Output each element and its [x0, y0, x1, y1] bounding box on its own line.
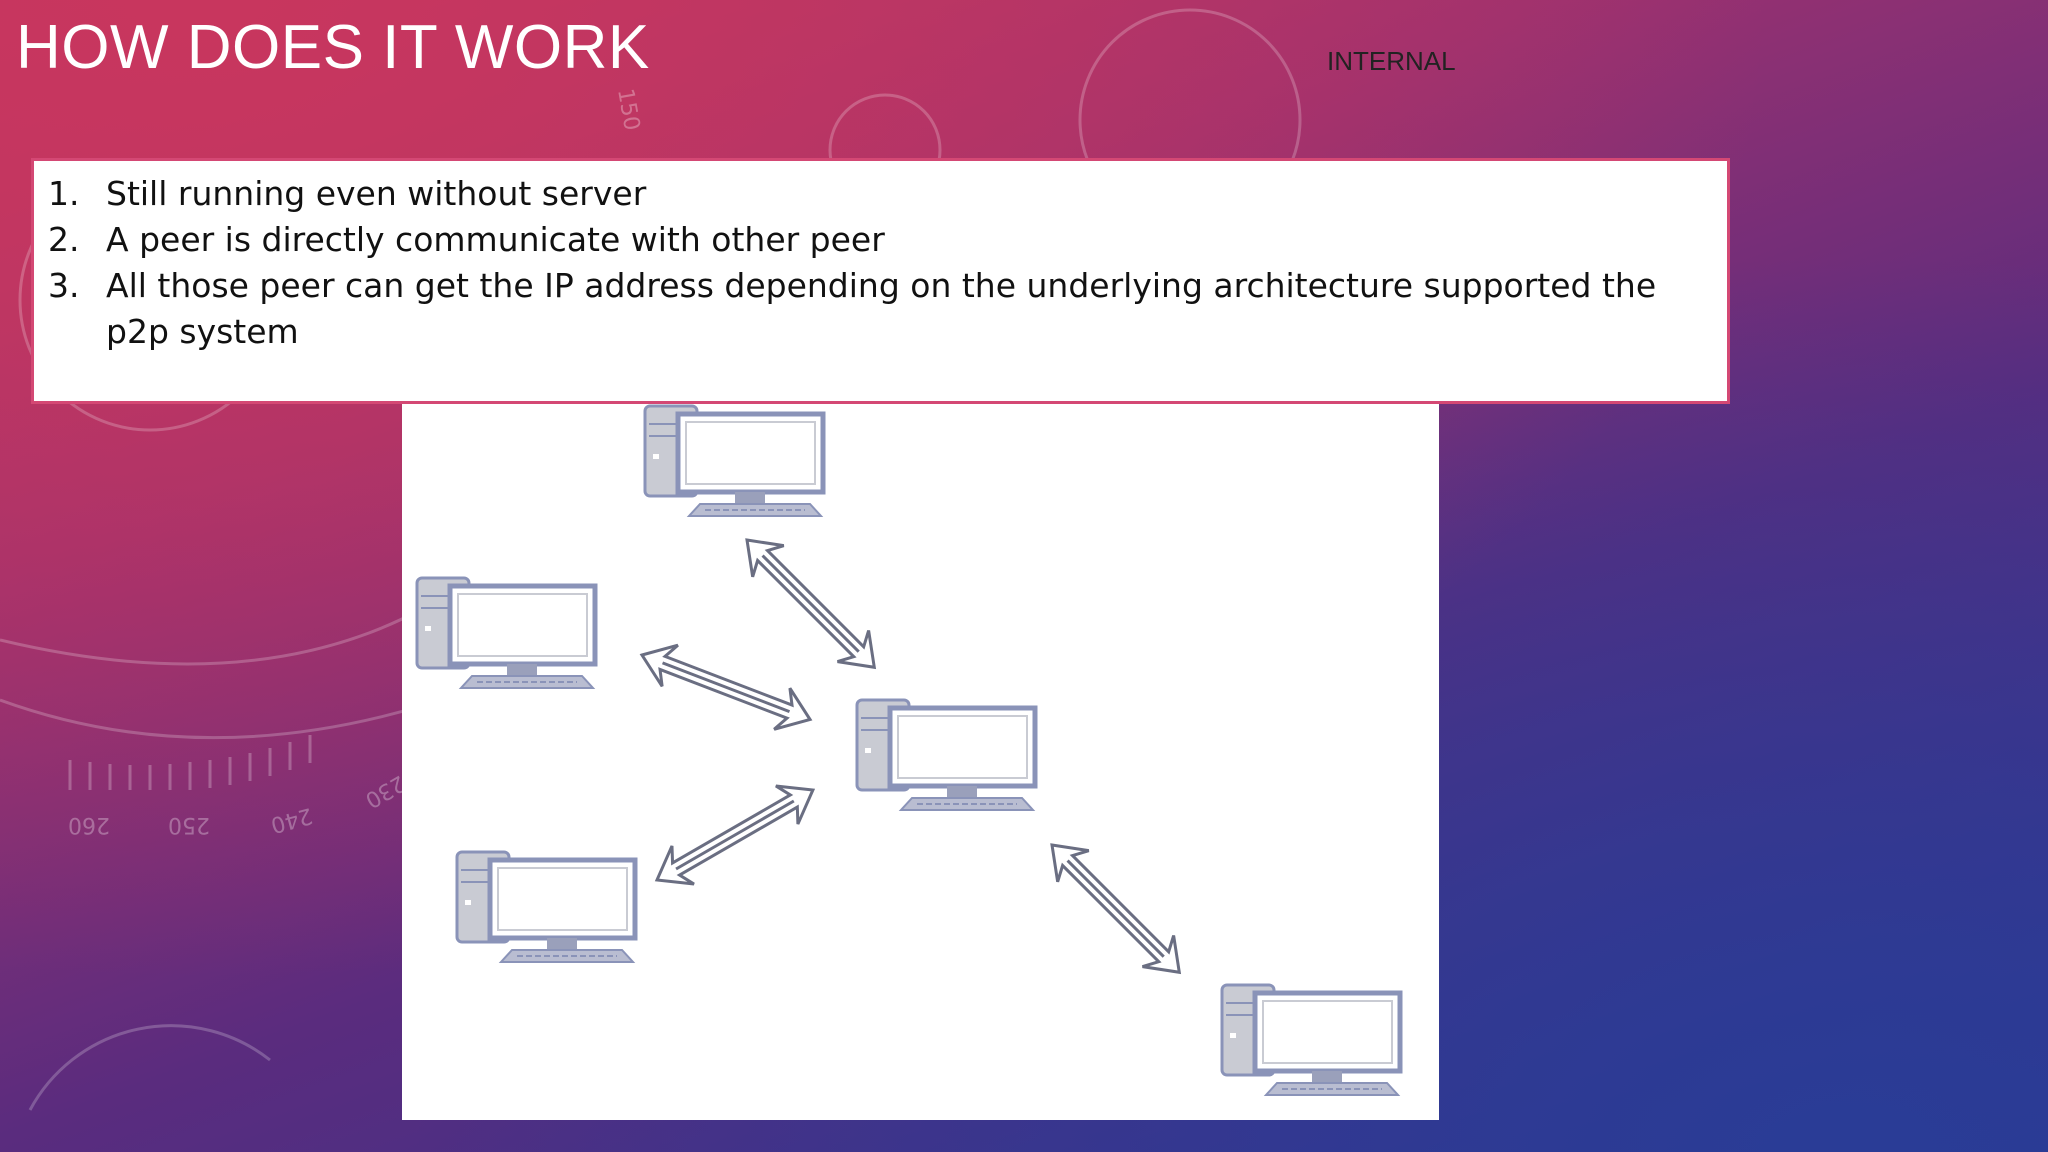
- list-item: 2. A peer is directly communicate with o…: [48, 217, 1707, 263]
- dial-label-260: 260: [68, 812, 110, 837]
- list-item: 3. All those peer can get the IP address…: [48, 263, 1707, 355]
- key-points-box: 1. Still running even without server 2. …: [31, 158, 1730, 404]
- p2p-network-diagram: [402, 400, 1439, 1120]
- list-item: 1. Still running even without server: [48, 171, 1707, 217]
- key-points-list: 1. Still running even without server 2. …: [48, 171, 1707, 355]
- double-headed-arrow-icon: [729, 522, 892, 685]
- list-item-text: All those peer can get the IP address de…: [106, 266, 1657, 351]
- classification-label: INTERNAL: [1327, 46, 1456, 76]
- double-headed-arrow-icon: [632, 632, 820, 742]
- desktop-computer-icon: [645, 406, 823, 516]
- dial-label-250: 250: [168, 812, 210, 837]
- desktop-computer-icon: [457, 852, 635, 962]
- list-item-number: 1.: [48, 174, 80, 213]
- list-item-text: Still running even without server: [106, 174, 647, 213]
- desktop-computer-icon: [857, 700, 1035, 810]
- p2p-network-diagram-svg: [402, 400, 1439, 1120]
- slide-title: HOW DOES IT WORK: [16, 13, 650, 82]
- double-headed-arrow-icon: [1034, 827, 1197, 990]
- dial-label-240: 240: [268, 802, 315, 837]
- double-headed-arrow-icon: [644, 769, 826, 901]
- list-item-number: 2.: [48, 220, 80, 259]
- desktop-computer-icon: [417, 578, 595, 688]
- list-item-number: 3.: [48, 266, 80, 305]
- desktop-computer-icon: [1222, 985, 1400, 1095]
- list-item-text: A peer is directly communicate with othe…: [106, 220, 885, 259]
- dial-label-150: 150: [612, 87, 644, 133]
